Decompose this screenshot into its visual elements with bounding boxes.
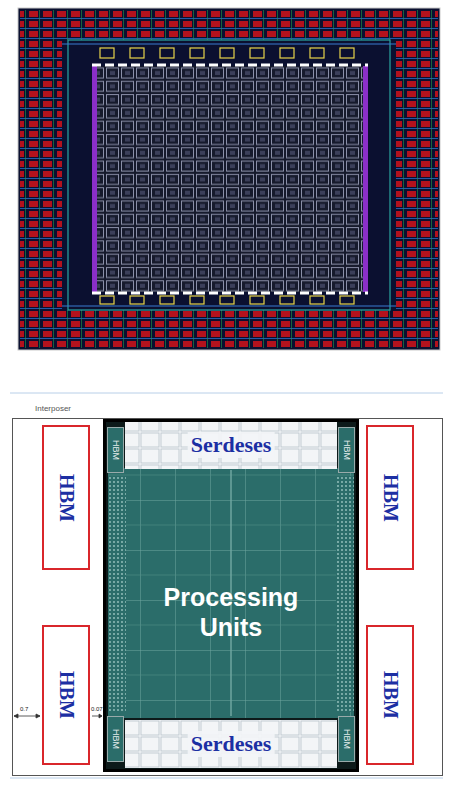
mini-box: HBM xyxy=(338,716,355,762)
mini-box: HBM xyxy=(338,427,355,473)
mini-label: HBM xyxy=(111,729,121,749)
serdes-label: Serdeses xyxy=(188,432,275,458)
pad xyxy=(310,296,324,304)
hbm-label: HBM xyxy=(379,474,402,522)
pad xyxy=(280,48,294,58)
pad xyxy=(130,48,144,58)
pad xyxy=(190,48,204,58)
dimension-label: 0.07 xyxy=(91,706,103,712)
serdes-label: Serdeses xyxy=(188,731,275,757)
pad xyxy=(190,296,204,304)
pad xyxy=(160,296,174,304)
pad xyxy=(220,296,234,304)
pad xyxy=(280,296,294,304)
pad xyxy=(250,48,264,58)
hbm-label: HBM xyxy=(379,671,402,719)
hbm-label: HBM xyxy=(55,474,78,522)
mini-label: HBM xyxy=(342,729,352,749)
interposer-box: HBMSerdesesHBMHBMHBMHBMSerdesesProcessin… xyxy=(12,418,443,776)
mini-label: HBM xyxy=(111,440,121,460)
hbm-label: HBM xyxy=(55,671,78,719)
mini-label: HBM xyxy=(342,440,352,460)
pad xyxy=(160,48,174,58)
pad xyxy=(220,48,234,58)
pad xyxy=(130,296,144,304)
die-label: Processing Units xyxy=(146,582,316,642)
serdes-box: Serdeses xyxy=(125,421,337,469)
pad xyxy=(100,296,114,304)
die-box: SerdesesHBMHBMHBMHBMSerdesesProcessing U… xyxy=(103,419,359,772)
hbm-box: HBM xyxy=(366,425,414,570)
dimension-label: 0.7 xyxy=(20,706,28,712)
pad xyxy=(340,48,354,58)
hbm-box: HBM xyxy=(42,425,90,570)
interposer-label: Interposer xyxy=(35,404,71,413)
hbm-box: HBM xyxy=(366,625,414,765)
pad xyxy=(310,48,324,58)
serdes-box: Serdeses xyxy=(125,720,337,768)
pad xyxy=(340,296,354,304)
pad xyxy=(100,48,114,58)
mini-box: HBM xyxy=(107,716,124,762)
pad xyxy=(250,296,264,304)
hbm-box: HBM xyxy=(42,625,90,765)
mini-box: HBM xyxy=(107,427,124,473)
